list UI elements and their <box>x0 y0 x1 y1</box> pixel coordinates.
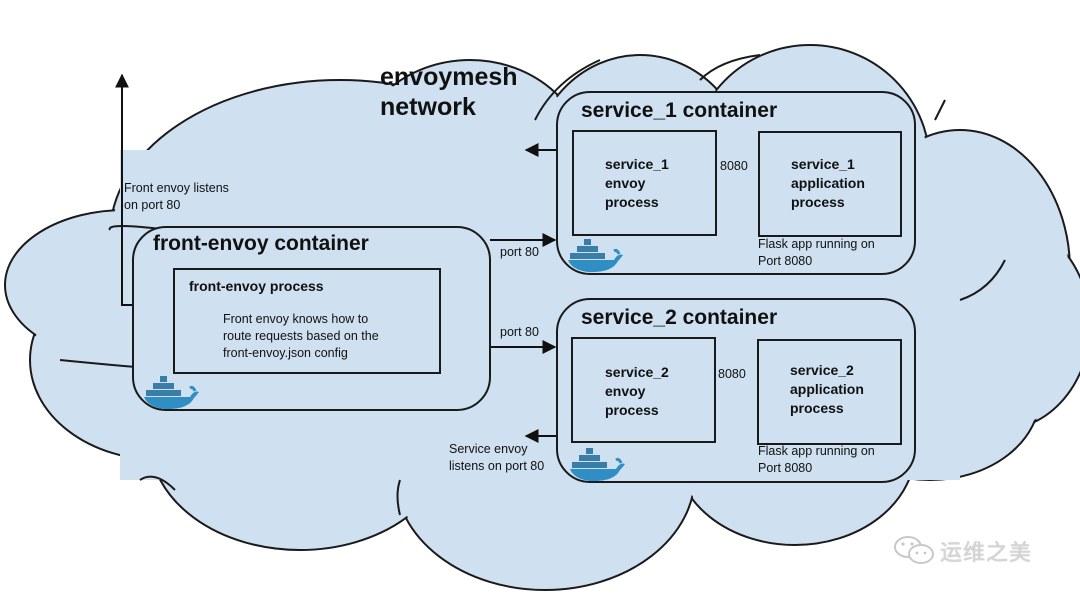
front-envoy-container: front-envoy container front-envoy proces… <box>132 226 491 411</box>
docker-whale-icon <box>144 376 199 410</box>
service-1-app-process: service_1 application process <box>758 131 902 237</box>
service-1-envoy-process-label: service_1 envoy process <box>605 156 669 210</box>
front-envoy-process: front-envoy process Front envoy knows ho… <box>173 268 441 374</box>
service-2-envoy-process-label: service_2 envoy process <box>605 364 669 418</box>
front-envoy-process-title: front-envoy process <box>189 278 324 294</box>
front-envoy-process-desc: Front envoy knows how to route requests … <box>223 312 379 360</box>
front-envoy-container-title: front-envoy container <box>153 232 369 255</box>
docker-whale-icon <box>568 239 623 273</box>
service-2-app-process: service_2 application process <box>757 339 902 445</box>
service-1-container: service_1 container service_1 envoy proc… <box>556 91 916 275</box>
service-1-app-process-label: service_1 application process <box>791 156 865 210</box>
service-1-envoy-process: service_1 envoy process <box>572 130 717 236</box>
watermark-text: 运维之美 <box>940 541 1033 566</box>
service-2-envoy-process: service_2 envoy process <box>571 337 716 443</box>
docker-whale-icon <box>570 448 625 482</box>
service-1-port-label: 8080 <box>720 159 748 173</box>
service-2-container-title: service_2 container <box>581 306 778 329</box>
service-1-app-note: Flask app running on Port 8080 <box>758 237 875 268</box>
service-1-container-title: service_1 container <box>581 99 778 122</box>
network-title: envoymesh network <box>380 63 518 121</box>
service-2-port-label: 8080 <box>718 367 746 381</box>
service-2-container: service_2 container service_2 envoy proc… <box>556 298 916 483</box>
link-label-service-1: port 80 <box>500 245 539 259</box>
service-2-app-note: Flask app running on Port 8080 <box>758 444 875 475</box>
wechat-icon <box>894 536 934 564</box>
service-2-app-process-label: service_2 application process <box>790 362 864 416</box>
link-label-service-2: port 80 <box>500 325 539 339</box>
service-envoy-listen-note: Service envoy listens on port 80 <box>449 442 545 473</box>
front-envoy-listen-note: Front envoy listens on port 80 <box>124 181 229 212</box>
